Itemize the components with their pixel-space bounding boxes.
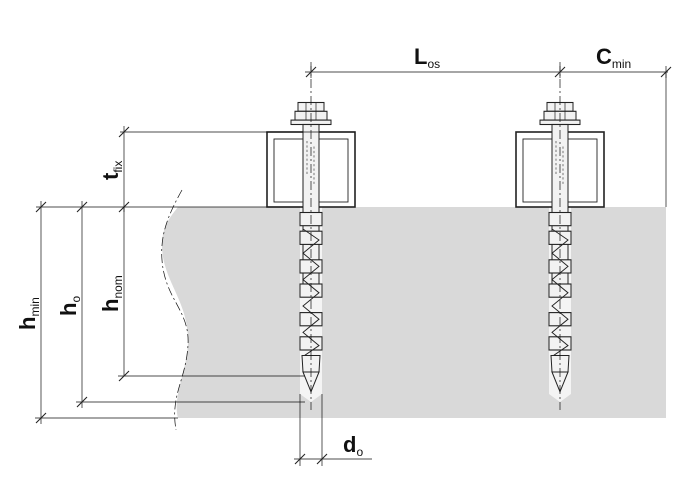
concrete-base bbox=[161, 189, 666, 431]
dimension-tfix bbox=[118, 126, 355, 213]
bolt-axis-lines bbox=[310, 62, 561, 410]
label-tfix: tfix bbox=[98, 161, 125, 180]
label-do: do bbox=[343, 432, 363, 459]
label-cmin: Cmin bbox=[596, 44, 631, 71]
label-los: Los bbox=[414, 44, 440, 71]
dimension-hmin bbox=[35, 201, 178, 424]
label-hnom: hnom bbox=[98, 275, 125, 312]
dimension-hnom bbox=[118, 207, 305, 382]
label-ho: ho bbox=[56, 296, 83, 316]
dimension-do bbox=[294, 394, 372, 466]
label-hmin: hmin bbox=[15, 297, 42, 330]
dimension-ho bbox=[76, 201, 305, 408]
dimension-los-cmin bbox=[305, 66, 672, 207]
